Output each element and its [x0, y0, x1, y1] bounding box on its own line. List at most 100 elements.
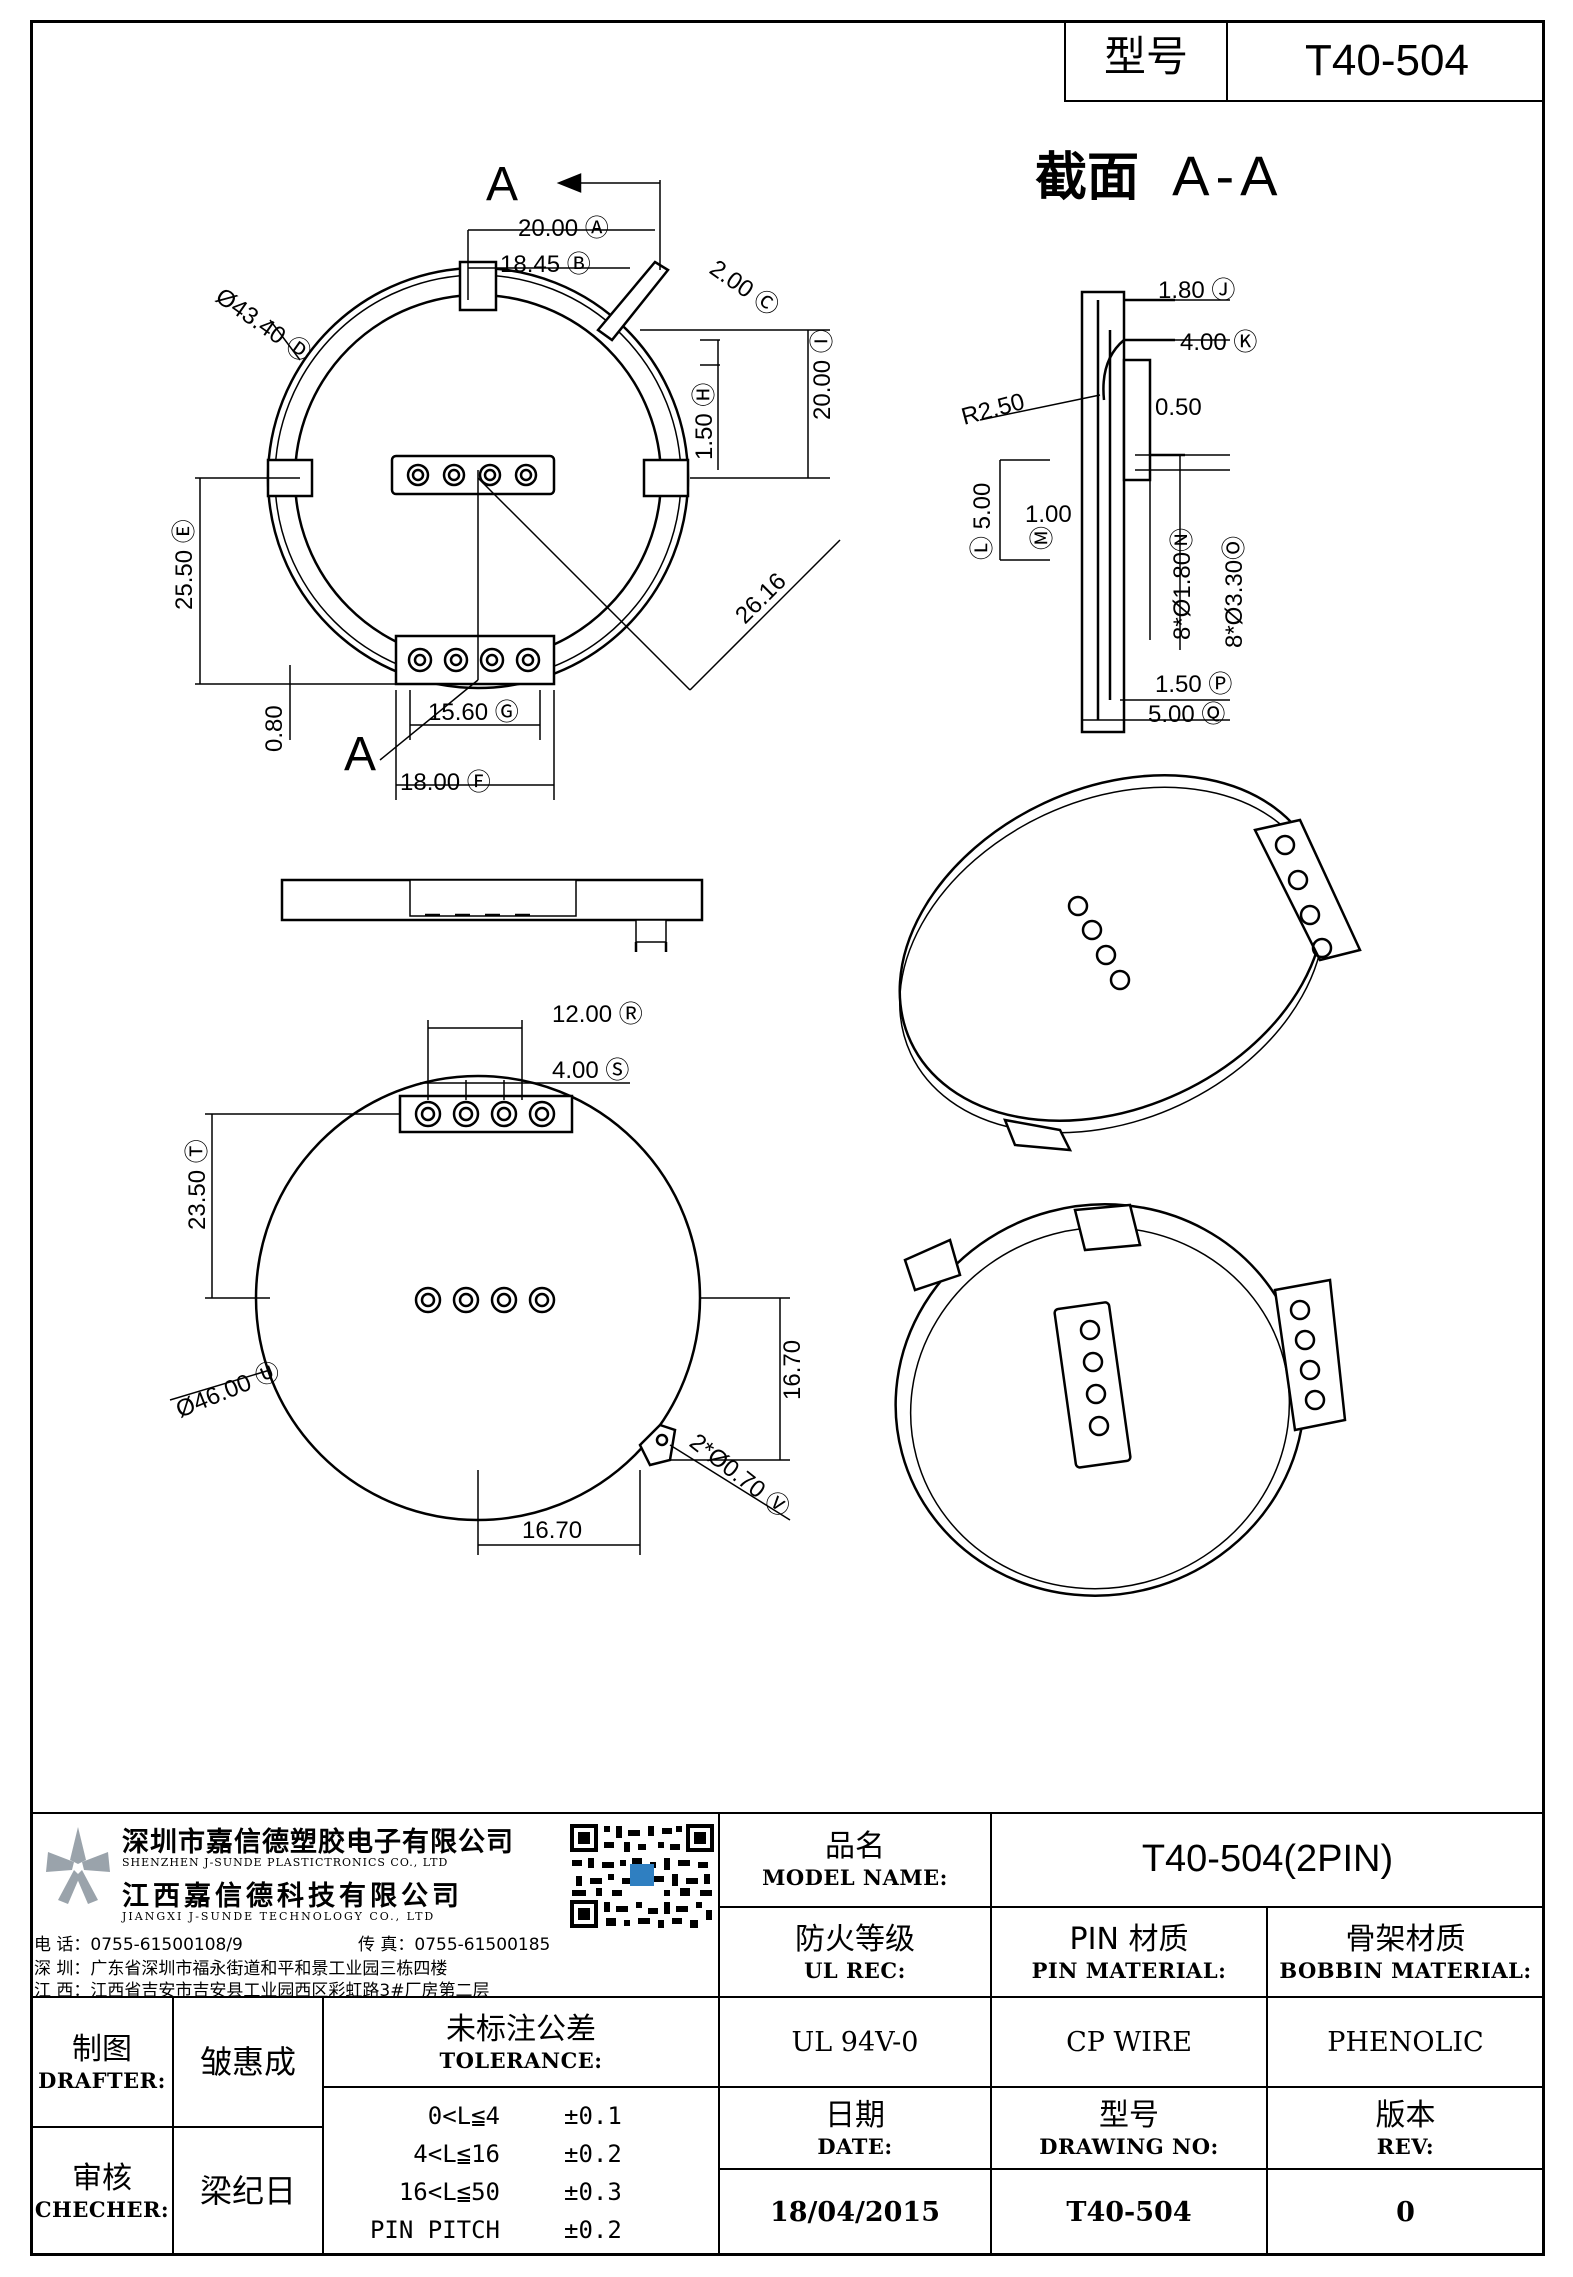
isometric-view-top [898, 774, 1362, 1152]
ul-rec-label-cell: 防火等级 UL REC: [718, 1906, 992, 1998]
dim-8-dia-3-30: 8*Ø3.30Ⓞ [1221, 536, 1248, 648]
section-view [1080, 290, 1185, 734]
company-name-en: SHENZHEN J-SUNDE PLASTICTRONICS CO., LTD [122, 1856, 449, 1869]
date-value: 18/04/2015 [769, 2196, 940, 2228]
ul-rec-value: UL 94V-0 [791, 2026, 919, 2058]
drawing-no-value-cell: T40-504 [990, 2168, 1268, 2256]
rev-label-cell: 版本 REV: [1266, 2086, 1545, 2170]
date-value-cell: 18/04/2015 [718, 2168, 992, 2256]
bobbin-material-value: PHENOLIC [1327, 2026, 1484, 2058]
header-model-label: 型号 [1103, 32, 1188, 81]
model-name-label-en: MODEL NAME: [762, 1864, 948, 1890]
header-divider [1226, 20, 1228, 102]
dim-12-00: 12.00 Ⓡ [552, 1001, 643, 1028]
tolerance-label-en: TOLERANCE: [439, 2047, 603, 2073]
tolerance-range: 4<L≦16 [413, 2140, 500, 2168]
company2-name-en: JIANGXI J-SUNDE TECHNOLOGY CO., LTD [122, 1910, 436, 1923]
company2-name-cn: 江西嘉信德科技有限公司 [122, 1881, 463, 1912]
dim-23-50: 23.50 Ⓣ [184, 1139, 211, 1230]
pin-material-label-cell: PIN 材质 PIN MATERIAL: [990, 1906, 1268, 1998]
section-mark-top: A [486, 158, 518, 211]
bobbin-material-value-cell: PHENOLIC [1266, 1996, 1545, 2088]
pin-material-value-cell: CP WIRE [990, 1996, 1268, 2088]
section-title: 截面 A-A [1035, 135, 1283, 210]
company-fax: 传 真：0755-61500185 [358, 1935, 551, 1955]
bottom-view [254, 1074, 702, 1522]
company-phone: 电 话：0755-61500108/9 [34, 1935, 243, 1955]
bobbin-material-label-en: BOBBIN MATERIAL: [1279, 1957, 1532, 1983]
section-title-suffix: A-A [1172, 144, 1284, 207]
ul-rec-value-cell: UL 94V-0 [718, 1996, 992, 2088]
drafter-label-cn: 制图 [72, 2031, 132, 2067]
section-mark-bottom: A [344, 728, 376, 781]
dim-16-70-vert: 16.70 [779, 1340, 806, 1400]
drawing-no-label-cell: 型号 DRAWING NO: [990, 2086, 1268, 2170]
tolerance-range: PIN PITCH [369, 2216, 500, 2244]
dim-20-00: 20.00 Ⓐ [518, 215, 609, 242]
dim-1-00: 1.00 [1025, 501, 1072, 528]
date-label-en: DATE: [817, 2133, 893, 2159]
top-view-center-pin-bar [390, 454, 556, 496]
drafter-label-en: DRAFTER: [38, 2067, 166, 2093]
dim-dia-43-40: Ø43.40 Ⓓ [211, 283, 316, 368]
checker-value-cell: 梁纪日 [172, 2126, 324, 2256]
dim-4-00-s: 4.00 Ⓢ [552, 1057, 629, 1084]
dim-20-00-vert: 20.00 Ⓘ [809, 329, 836, 420]
side-view [280, 878, 704, 952]
drawing-no-label-cn: 型号 [1099, 2097, 1159, 2133]
section-title-label: 截面 [1035, 148, 1140, 208]
bobbin-material-label-cn: 骨架材质 [1345, 1921, 1466, 1957]
dim-0-80: 0.80 [261, 705, 288, 752]
tolerance-row: PIN PITCH ±0.2 [324, 2216, 720, 2252]
dim-5-00-q: 5.00 Ⓠ [1148, 701, 1225, 728]
tolerance-row: 0<L≦4 ±0.1 [324, 2102, 720, 2138]
company-address-sz: 深 圳：广东省深圳市福永街道和平和景工业园三栋四楼 [34, 1959, 448, 1979]
dim-25-50: 25.50 Ⓔ [171, 519, 198, 610]
top-view [266, 260, 690, 690]
tolerance-value: ±0.2 [564, 2140, 622, 2168]
pin-material-label-en: PIN MATERIAL: [1031, 1957, 1227, 1983]
tolerance-value: ±0.2 [564, 2216, 622, 2244]
drawing-no-value: T40-504 [1066, 2196, 1192, 2228]
dim-1-80: 1.80 Ⓙ [1158, 277, 1235, 304]
top-view-dimension-lines [195, 180, 841, 800]
rev-label-cn: 版本 [1375, 2097, 1436, 2133]
dim-4-00: 4.00 Ⓚ [1180, 329, 1257, 356]
checker-value: 梁纪日 [199, 2171, 296, 2210]
header-model-value: T40-504 [1305, 36, 1469, 85]
pin-material-value: CP WIRE [1066, 2026, 1192, 2058]
dim-18-45: 18.45 Ⓑ [500, 251, 591, 278]
dim-8-dia-1-80: 8*Ø1.80Ⓝ [1169, 528, 1196, 640]
rev-label-en: REV: [1376, 2133, 1435, 2159]
tolerance-row: 16<L≦50 ±0.3 [324, 2178, 720, 2214]
tolerance-range: 0<L≦4 [427, 2102, 500, 2130]
model-name-label-cell: 品名 MODEL NAME: [718, 1812, 992, 1908]
drafter-value: 皱惠成 [199, 2042, 296, 2081]
dim-2-dia-0-70: 2*Ø0.70 Ⓥ [684, 1428, 794, 1522]
tolerance-label-cell: 未标注公差 TOLERANCE: [322, 1996, 720, 2088]
ul-rec-label-en: UL REC: [804, 1957, 906, 1983]
checker-label-cell: 审核 CHECHER: [30, 2126, 174, 2256]
header-model-box [1064, 20, 1545, 102]
bobbin-material-label-cell: 骨架材质 BOBBIN MATERIAL: [1266, 1906, 1545, 1998]
model-name-value: T40-504(2PIN) [1141, 1837, 1394, 1880]
technical-drawing: A A 20.00 Ⓐ 18.45 Ⓑ 2.00 Ⓒ Ø43.40 Ⓓ 20.0… [169, 158, 1362, 1597]
pin-material-label-cn: PIN 材质 [1069, 1921, 1189, 1957]
qr-code-icon [568, 1822, 716, 1930]
dim-m-tag: Ⓜ [1029, 526, 1056, 550]
dim-5-00-l: Ⓛ 5.00 [969, 483, 996, 560]
checker-label-cn: 审核 [72, 2160, 132, 2196]
company-name-cn: 深圳市嘉信德塑胶电子有限公司 [122, 1827, 514, 1858]
company-info: 深圳市嘉信德塑胶电子有限公司 SHENZHEN J-SUNDE PLASTICT… [32, 1814, 720, 2001]
tolerance-range: 16<L≦50 [398, 2178, 500, 2206]
date-label-cell: 日期 DATE: [718, 2086, 992, 2170]
company-logo-icon [46, 1827, 110, 1904]
rev-value: 0 [1396, 2196, 1415, 2228]
dim-1-50-p: 1.50 Ⓟ [1155, 671, 1232, 698]
tolerance-value: ±0.1 [564, 2102, 622, 2130]
date-label-cn: 日期 [825, 2097, 885, 2133]
rev-value-cell: 0 [1266, 2168, 1545, 2256]
tolerance-value: ±0.3 [564, 2178, 622, 2206]
drafter-label-cell: 制图 DRAFTER: [30, 1996, 174, 2128]
dim-16-70-horiz: 16.70 [522, 1517, 582, 1544]
